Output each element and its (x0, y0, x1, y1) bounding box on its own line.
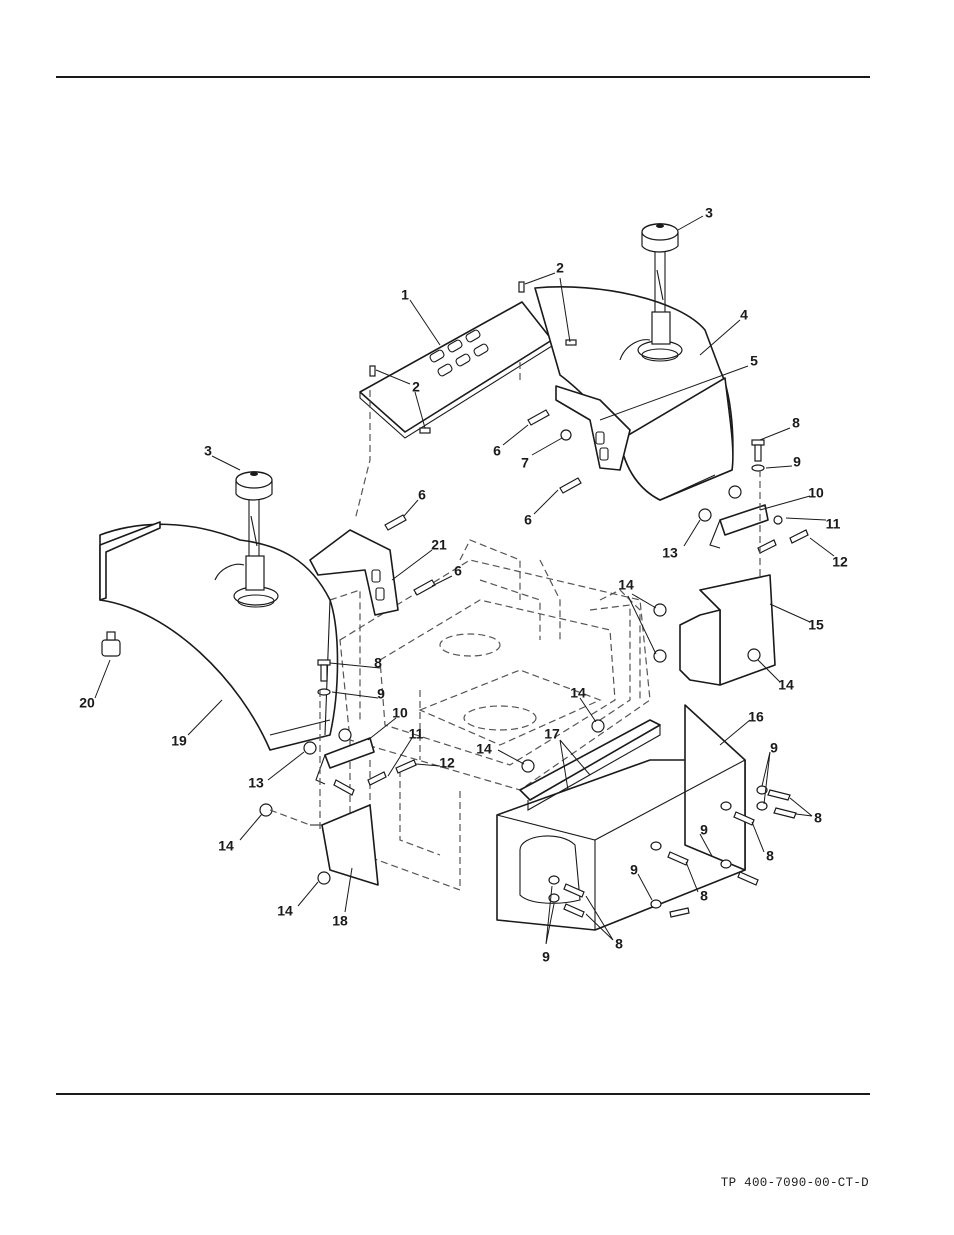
left-fuel-cap (235, 471, 273, 556)
right-mount-bracket (709, 504, 769, 549)
callout-label: 17 (544, 726, 560, 742)
callout-label: 2 (412, 379, 420, 395)
callout-label: 8 (374, 655, 382, 671)
callout-label: 1 (401, 287, 409, 303)
callout-label: 13 (248, 775, 264, 791)
callout-label: 12 (439, 755, 455, 771)
callout-label: 5 (750, 353, 758, 369)
callout-label: 2 (556, 260, 564, 276)
callout-label: 21 (431, 537, 447, 553)
callout-label: 14 (778, 677, 794, 693)
rear-panel-box (496, 704, 746, 931)
callout-label: 10 (808, 485, 824, 501)
callout-label: 19 (171, 733, 187, 749)
assembly-lines (269, 360, 761, 830)
isolator-mount (101, 631, 121, 657)
callout-label: 20 (79, 695, 95, 711)
hardware (259, 281, 809, 918)
right-fuel-cap (641, 223, 679, 312)
callout-label: 14 (277, 903, 293, 919)
rear-plate (519, 719, 661, 811)
callout-label: 11 (826, 516, 841, 532)
right-tank-bracket (555, 385, 631, 471)
callout-label: 14 (618, 577, 634, 593)
right-fuel-tank (534, 286, 734, 501)
callout-label: 9 (630, 862, 638, 878)
left-side-shield (310, 804, 379, 886)
left-fuel-tank (99, 521, 339, 751)
callout-label: 8 (615, 936, 623, 952)
callout-label: 14 (570, 685, 586, 701)
callout-label: 15 (808, 617, 824, 633)
callout-label: 6 (524, 512, 532, 528)
left-mount-bracket (315, 737, 375, 785)
callout-label: 6 (454, 563, 462, 579)
callout-label: 12 (832, 554, 848, 570)
callout-label: 11 (409, 726, 424, 742)
callout-label: 8 (792, 415, 800, 431)
callout-label: 8 (766, 848, 774, 864)
callout-label: 9 (377, 686, 385, 702)
callout-label: 13 (662, 545, 678, 561)
chassis-frame (329, 539, 651, 891)
right-side-shield (679, 574, 776, 686)
bottom-rule (56, 1093, 870, 1095)
callout-label: 3 (204, 443, 212, 459)
callout-label: 3 (705, 205, 713, 221)
callout-label: 10 (392, 705, 408, 721)
center-cover-panel (359, 301, 553, 439)
callout-label: 18 (332, 913, 348, 929)
leader-lines (94, 215, 835, 945)
callout-label: 8 (814, 810, 822, 826)
callout-label: 7 (521, 455, 529, 471)
callout-label: 6 (418, 487, 426, 503)
callout-label: 8 (700, 888, 708, 904)
callout-label: 9 (770, 740, 778, 756)
callout-label: 16 (748, 709, 764, 725)
callout-label: 9 (793, 454, 801, 470)
callout-label: 14 (476, 741, 492, 757)
callout-label: 9 (700, 822, 708, 838)
callout-label: 14 (218, 838, 234, 854)
callout-labels: 1223345666678888889999991010111112121313… (79, 205, 848, 965)
callout-label: 4 (740, 307, 748, 323)
left-tank-bracket (309, 529, 399, 616)
document-id: TP 400-7090-00-CT-D (720, 1176, 869, 1190)
callout-label: 6 (493, 443, 501, 459)
callout-label: 9 (542, 949, 550, 965)
top-rule (56, 76, 870, 78)
